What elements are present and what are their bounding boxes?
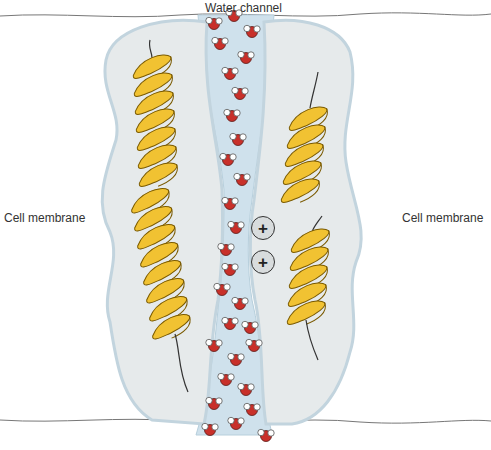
channel-protein <box>102 20 222 424</box>
water-molecule <box>202 9 274 441</box>
alpha-helix <box>130 40 180 189</box>
channel-protein <box>250 20 361 424</box>
charge-sign: + <box>258 254 268 271</box>
alpha-helix <box>128 187 193 392</box>
charge-circle: + <box>251 250 275 274</box>
membrane-label: Cell membrane <box>402 211 483 225</box>
alpha-helix <box>278 72 330 205</box>
charge-circle: + <box>251 216 275 240</box>
membrane-label: Cell membrane <box>4 211 85 225</box>
charge-sign: + <box>258 220 268 237</box>
alpha-helix <box>284 216 332 360</box>
structure-label: Water channel <box>205 1 282 15</box>
